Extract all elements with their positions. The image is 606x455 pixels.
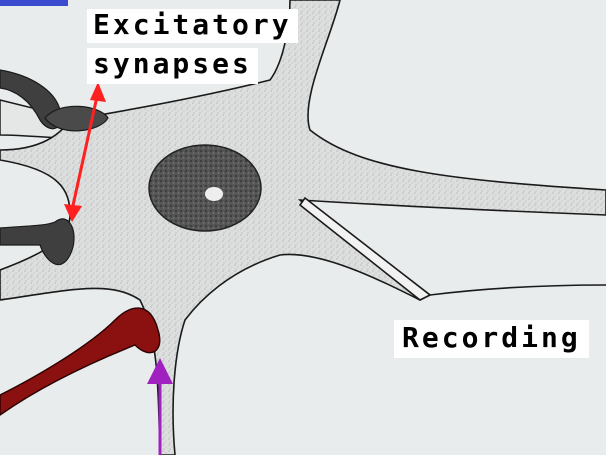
- nucleolus: [205, 187, 223, 201]
- inhibitory-synapse: [0, 308, 160, 415]
- excitatory-synapses-label-line2: synapses: [87, 48, 258, 84]
- excitatory-synapses-label-line1: Excitatory: [87, 9, 298, 43]
- right-dendrite-lower-edge: [430, 285, 606, 295]
- recording-label: Recording: [394, 320, 589, 358]
- nucleus: [149, 145, 261, 231]
- top-bar: [0, 0, 68, 6]
